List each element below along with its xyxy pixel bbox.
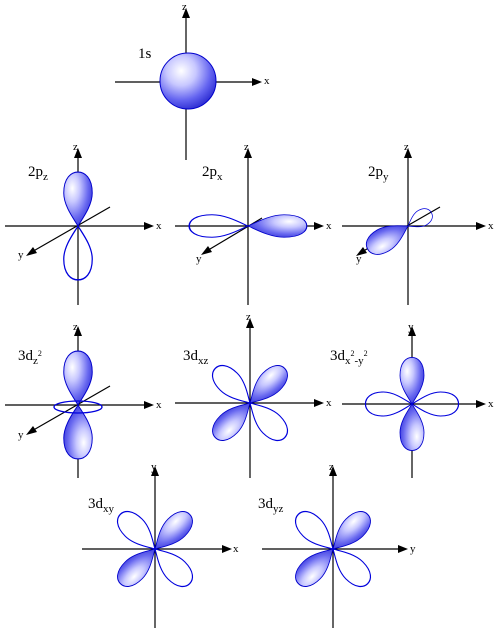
torus-ring bbox=[53, 400, 103, 414]
y-axis-arrow bbox=[356, 247, 367, 256]
x-axis-label: x bbox=[326, 220, 332, 232]
z-axis-arrow bbox=[182, 8, 190, 18]
x-axis-label: x bbox=[156, 220, 162, 232]
positive-lobe bbox=[247, 214, 308, 238]
lobe-top bbox=[399, 356, 425, 405]
x-axis-label: x bbox=[488, 220, 494, 232]
positive-lobe bbox=[361, 215, 415, 261]
x-axis-label: x bbox=[264, 75, 270, 87]
z-axis-label: z bbox=[73, 321, 78, 333]
x-axis-arrow bbox=[222, 545, 232, 553]
y-axis-line bbox=[29, 206, 111, 254]
y-axis-arrow bbox=[151, 466, 159, 476]
z-axis-arrow bbox=[74, 148, 82, 158]
lobe-lower-right bbox=[145, 539, 199, 593]
orbital-3dz2: z x y 3dz2 bbox=[5, 321, 162, 478]
x-axis-label: x bbox=[326, 397, 332, 409]
z-axis-arrow bbox=[246, 318, 254, 328]
z-axis-label: z bbox=[329, 461, 334, 473]
orbital-1s: z x 1s bbox=[115, 1, 270, 160]
orbital-3dyz: z y 3dyz bbox=[258, 461, 416, 628]
x-axis-arrow bbox=[314, 222, 324, 230]
z-axis-label: z bbox=[246, 311, 251, 323]
y-axis-arrow bbox=[26, 247, 37, 256]
z-axis-label: z bbox=[244, 141, 249, 153]
orbital-label: 3dxz bbox=[183, 348, 209, 367]
y-axis-arrow bbox=[26, 426, 37, 435]
z-axis-arrow bbox=[74, 326, 82, 336]
z-axis-arrow bbox=[329, 466, 337, 476]
y-axis-arrow bbox=[408, 326, 416, 336]
y-axis-label: y bbox=[151, 461, 157, 473]
x-axis-arrow bbox=[314, 399, 324, 407]
z-axis-arrow bbox=[244, 148, 252, 158]
orbital-label: 2px bbox=[202, 164, 223, 183]
orbital-label: 2pz bbox=[28, 164, 48, 183]
orbital-2py: z x y 2py bbox=[342, 141, 494, 305]
orbital-label: 1s bbox=[138, 46, 152, 62]
orbital-3dxz: z x 3dxz bbox=[175, 311, 332, 478]
orbital-3dxy: y x 3dxy bbox=[82, 461, 239, 628]
y-axis-label: y bbox=[196, 253, 202, 265]
z-axis-label: z bbox=[73, 141, 78, 153]
z-axis-arrow bbox=[404, 148, 412, 158]
y-axis-label: y bbox=[18, 429, 24, 441]
y-axis-label: y bbox=[408, 321, 414, 333]
orbital-3dx2-y2: y x 3dx2-y2 bbox=[330, 321, 494, 478]
lobe-lower-right bbox=[240, 393, 294, 447]
s-sphere bbox=[159, 52, 217, 110]
orbital-label: 3dx2-y2 bbox=[330, 348, 368, 367]
orbital-label: 3dyz bbox=[258, 496, 284, 515]
orbital-label: 3dz2 bbox=[18, 348, 42, 367]
x-axis-arrow bbox=[476, 222, 486, 230]
y-axis-label: y bbox=[410, 543, 416, 555]
y-axis-label: y bbox=[18, 249, 24, 261]
x-axis-label: x bbox=[156, 399, 162, 411]
x-axis-arrow bbox=[144, 222, 154, 230]
orbital-label: 3dxy bbox=[88, 496, 115, 515]
x-axis-arrow bbox=[144, 401, 154, 409]
y-axis-arrow bbox=[398, 545, 408, 553]
x-axis-arrow bbox=[252, 78, 262, 86]
x-axis-label: x bbox=[233, 543, 239, 555]
orbital-2px: z x y 2px bbox=[175, 141, 332, 305]
x-axis-label: x bbox=[488, 398, 494, 410]
upper-lobe bbox=[63, 350, 93, 406]
y-axis-label: y bbox=[356, 253, 362, 265]
orbital-2pz: z x y 2pz bbox=[5, 141, 162, 305]
orbital-label: 2py bbox=[368, 164, 389, 183]
y-axis-arrow bbox=[201, 246, 212, 255]
positive-lobe bbox=[63, 171, 93, 227]
y-axis-line bbox=[29, 385, 111, 433]
z-axis-label: z bbox=[182, 1, 187, 13]
lobe-bottom bbox=[399, 403, 425, 452]
x-axis-arrow bbox=[476, 400, 486, 408]
lobe-lower-right bbox=[323, 539, 377, 593]
z-axis-label: z bbox=[404, 141, 409, 153]
